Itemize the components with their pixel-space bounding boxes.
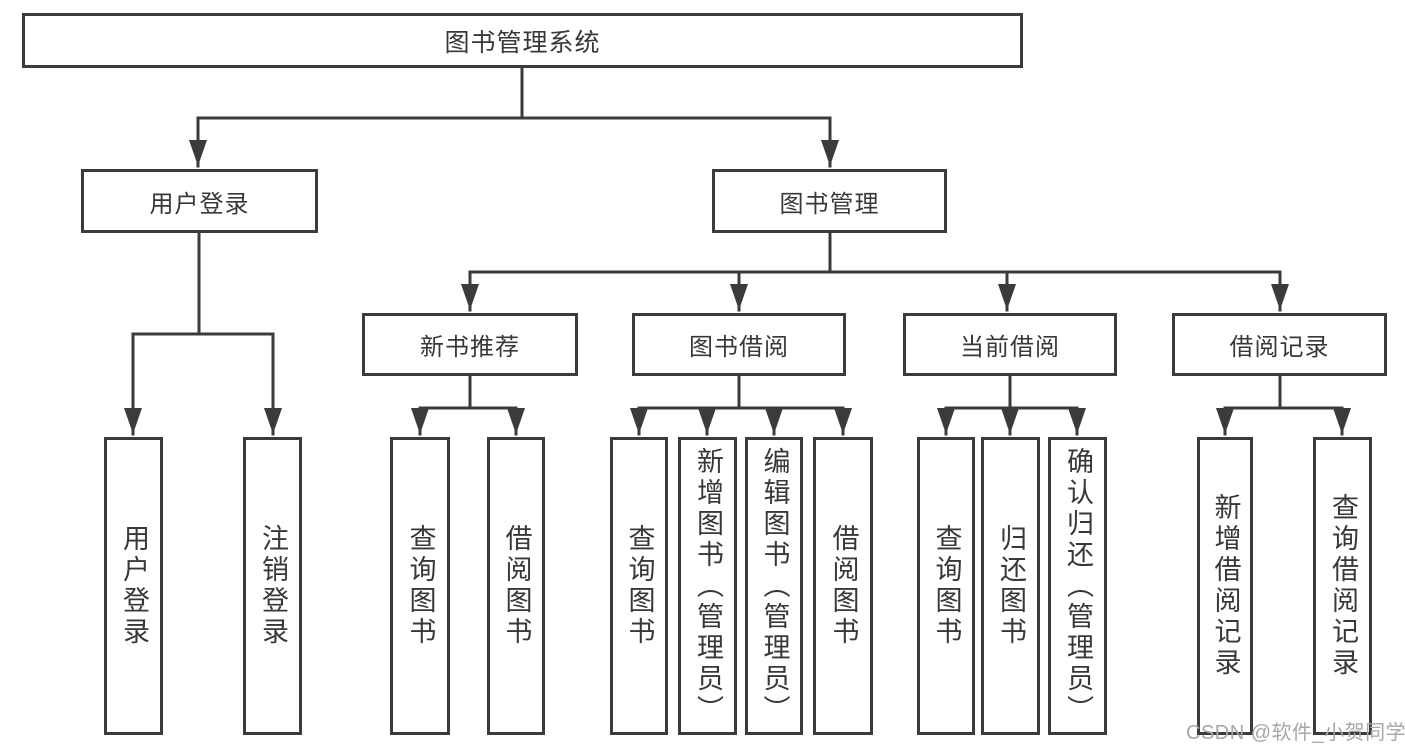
connector-book-borrow-children	[630, 374, 852, 436]
leaf-logout: 注销登录	[243, 437, 302, 735]
node-label: 确认归还（管理员）	[1063, 446, 1093, 726]
node-book-management: 图书管理	[712, 169, 947, 233]
connector-current-borrow-children	[937, 374, 1086, 436]
connector-user-login-children	[124, 231, 282, 436]
leaf-borrow-books: 借阅图书	[813, 437, 873, 735]
node-label: 编辑图书（管理员）	[759, 446, 790, 726]
node-label: 图书管理	[779, 190, 880, 218]
csdn-watermark: CSDN @软件_小贺同学	[1186, 722, 1405, 744]
node-current-borrow: 当前借阅	[903, 313, 1117, 376]
node-label: 借阅图书	[501, 524, 532, 648]
leaf-add-books-admin: 新增图书（管理员）	[678, 437, 737, 735]
node-library-system: 图书管理系统	[22, 13, 1023, 68]
connector-book-management-children	[461, 231, 1289, 312]
node-borrow-records: 借阅记录	[1172, 313, 1387, 376]
node-label: 用户登录	[119, 524, 149, 648]
node-label: 新增借阅记录	[1210, 493, 1241, 679]
node-label: 借阅图书	[828, 524, 859, 648]
leaf-confirm-return-admin: 确认归还（管理员）	[1048, 437, 1107, 735]
node-label: 归还图书	[996, 524, 1026, 648]
connector-root-to-level2	[189, 66, 839, 168]
node-label: 查询借阅记录	[1328, 493, 1358, 679]
leaf-current-query-books: 查询图书	[917, 437, 975, 735]
node-label: 查询图书	[405, 524, 436, 648]
connector-borrow-records-children	[1216, 374, 1351, 436]
leaf-edit-books-admin: 编辑图书（管理员）	[745, 437, 803, 735]
leaf-recommend-query-books: 查询图书	[390, 437, 450, 735]
node-label: 当前借阅	[960, 334, 1060, 361]
node-label: 借阅记录	[1229, 334, 1330, 361]
node-user-login: 用户登录	[81, 169, 318, 233]
leaf-query-borrow-record: 查询借阅记录	[1313, 437, 1372, 735]
node-label: 查询图书	[624, 524, 655, 648]
leaf-add-borrow-record: 新增借阅记录	[1197, 437, 1253, 735]
node-new-book-recommend: 新书推荐	[362, 313, 578, 376]
connector-new-book-children	[411, 374, 525, 436]
node-book-borrow: 图书借阅	[632, 313, 846, 376]
node-label: 图书管理系统	[444, 28, 601, 57]
leaf-recommend-borrow-books: 借阅图书	[487, 437, 545, 735]
node-label: 新书推荐	[420, 334, 520, 361]
node-label: 用户登录	[149, 190, 250, 218]
node-label: 注销登录	[258, 524, 288, 648]
leaf-borrow-query-books: 查询图书	[610, 437, 668, 735]
leaf-user-login: 用户登录	[104, 437, 163, 735]
leaf-return-books: 归还图书	[981, 437, 1040, 735]
node-label: 新增图书（管理员）	[693, 446, 723, 726]
node-label: 图书借阅	[689, 334, 789, 361]
node-label: 查询图书	[931, 524, 962, 648]
